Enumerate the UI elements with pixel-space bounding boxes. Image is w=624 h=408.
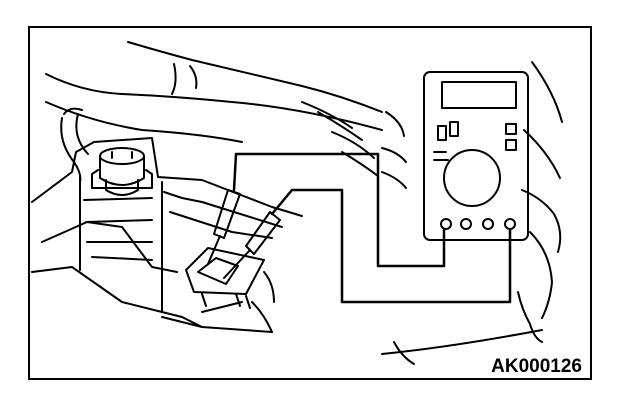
multimeter-test-illustration [31, 41, 563, 365]
multimeter-icon [423, 71, 529, 241]
cap-nut [91, 147, 153, 196]
lower-engine [161, 271, 543, 365]
test-lead-inner [270, 188, 512, 304]
engine-part [31, 137, 303, 328]
upper-hand [45, 41, 407, 189]
hose [60, 107, 89, 183]
connector-icon [185, 247, 265, 309]
test-probe-icon [207, 189, 281, 279]
figure-code: AK000126 [489, 356, 584, 377]
test-lead-outer [232, 152, 446, 268]
figure-frame [28, 26, 592, 380]
hand-icon [517, 61, 563, 343]
